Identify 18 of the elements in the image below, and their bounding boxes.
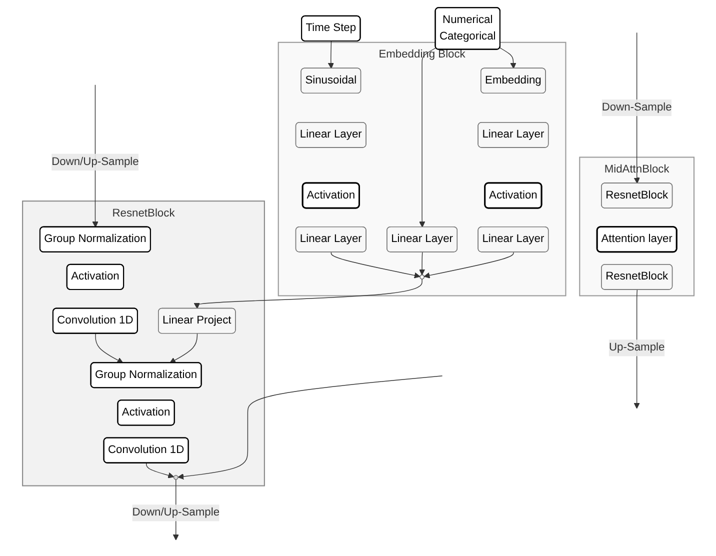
arrow — [328, 40, 334, 69]
arrow — [330, 252, 420, 278]
arrow — [177, 376, 442, 480]
arrow — [169, 333, 198, 364]
node-circle — [419, 274, 424, 280]
arrow — [94, 333, 123, 364]
arrow — [499, 47, 516, 69]
arrow — [194, 278, 422, 309]
arrow — [634, 32, 640, 184]
arrow — [146, 462, 174, 478]
node-circle — [173, 474, 178, 480]
edge-label: Down-Sample — [602, 102, 672, 114]
edge-label: Down/Up-Sample — [132, 506, 220, 518]
edge-label: Down/Up-Sample — [51, 156, 139, 168]
arrow — [418, 47, 436, 228]
edge-label: Up-Sample — [608, 342, 664, 354]
arrow — [424, 252, 514, 278]
arrow — [418, 252, 425, 276]
